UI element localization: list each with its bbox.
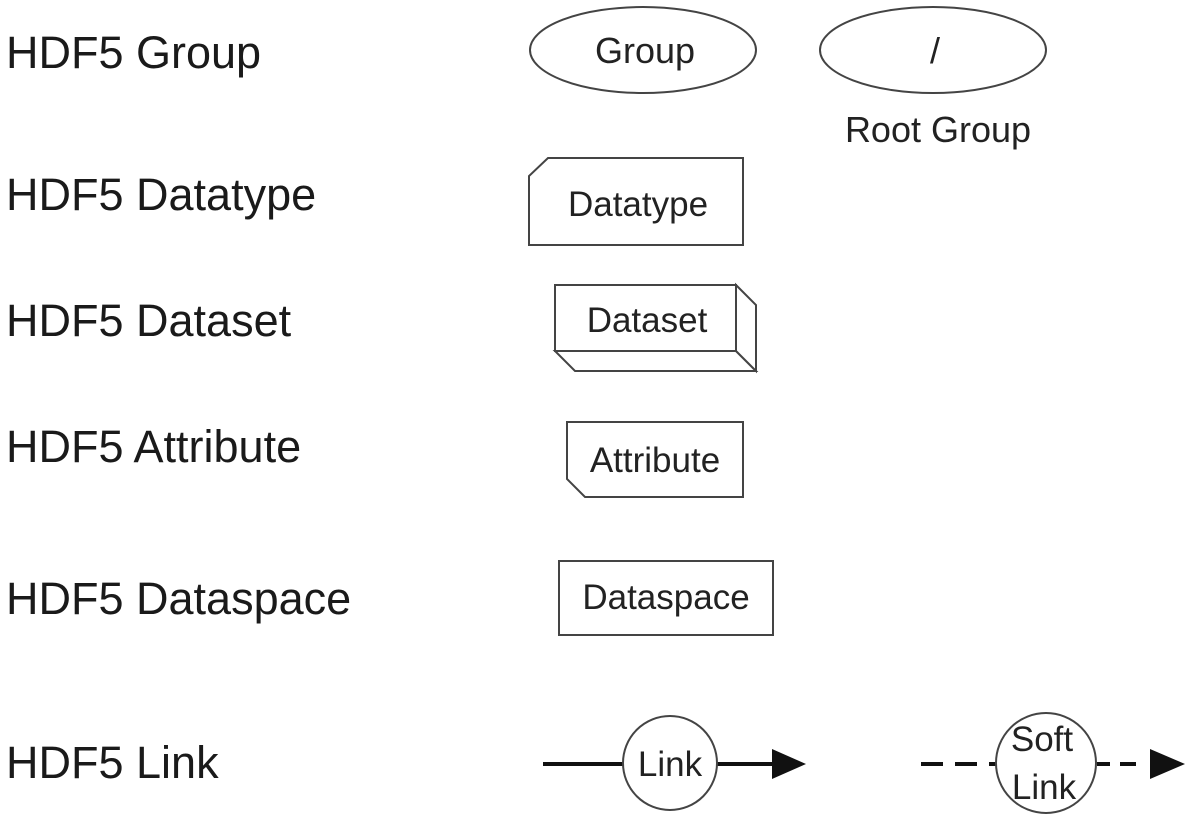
soft-link-text-line2: Link (1012, 768, 1077, 807)
label-hdf5-datatype: HDF5 Datatype (6, 169, 317, 220)
datatype-shape-text: Datatype (568, 185, 708, 224)
dataset-shape-text: Dataset (587, 301, 708, 340)
dataset-shape (552, 282, 759, 374)
label-hdf5-dataset: HDF5 Dataset (6, 295, 292, 346)
label-hdf5-attribute: HDF5 Attribute (6, 421, 302, 472)
dataspace-shape (558, 560, 774, 636)
group-shape (529, 6, 757, 94)
attribute-shape (566, 421, 744, 498)
soft-link-text-line1: Soft (1011, 720, 1074, 759)
label-hdf5-link: HDF5 Link (6, 737, 219, 788)
attribute-shape-text: Attribute (590, 441, 720, 480)
soft-link-circle (995, 712, 1097, 814)
root-group-shape (819, 6, 1047, 94)
label-hdf5-group: HDF5 Group (6, 27, 262, 78)
root-group-caption: Root Group (845, 109, 1031, 150)
link-circle (622, 715, 718, 811)
group-shape-text: Group (595, 30, 695, 71)
label-hdf5-dataspace: HDF5 Dataspace (6, 573, 352, 624)
hard-link-arrow (543, 749, 806, 779)
datatype-shape (528, 157, 744, 246)
dataspace-shape-text: Dataspace (582, 578, 749, 617)
link-circle-text: Link (638, 745, 703, 784)
root-group-shape-text: / (930, 30, 940, 71)
